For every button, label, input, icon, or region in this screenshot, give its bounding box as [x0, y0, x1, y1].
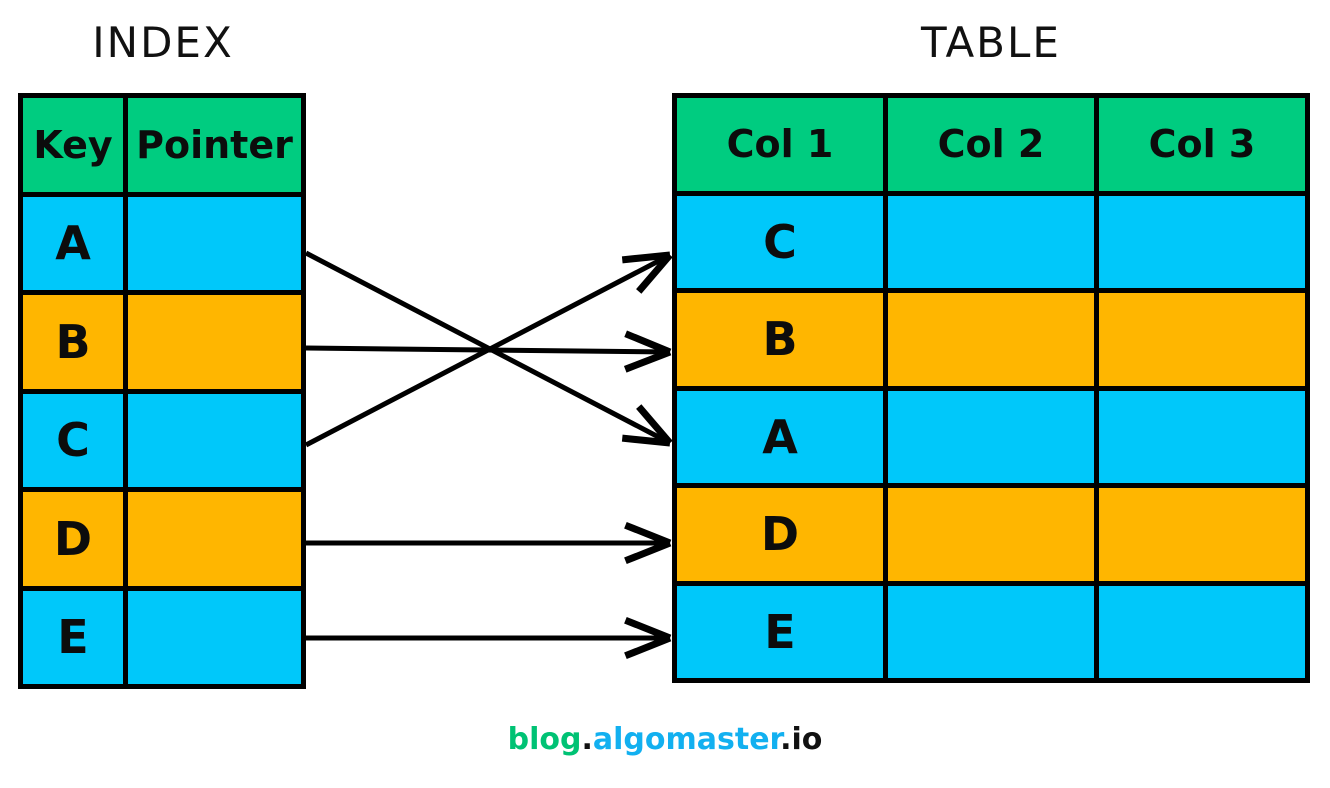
table-row-a[interactable]: A: [677, 390, 1305, 488]
index-pointer-e: [128, 590, 301, 684]
index-row-c[interactable]: C: [23, 393, 301, 492]
index-key-e: E: [23, 590, 128, 684]
table-row-c[interactable]: C: [677, 195, 1305, 293]
table-cell-b-col2: [888, 293, 1099, 386]
table-cell-d-col1: D: [677, 488, 888, 581]
arrowhead-e-1: [624, 616, 672, 642]
index-header-pointer: Pointer: [128, 98, 301, 192]
table-cell-e-col2: [888, 585, 1099, 678]
table-row-b[interactable]: B: [677, 293, 1305, 391]
arrowhead-a-0: [621, 434, 671, 447]
table-header-row: Col 1 Col 2 Col 3: [677, 98, 1305, 196]
table-header-col1: Col 1: [677, 98, 888, 191]
data-table: Col 1 Col 2 Col 3 C B A D E: [672, 93, 1310, 683]
table-cell-a-col2: [888, 390, 1099, 483]
arrowhead-c-0: [636, 252, 673, 294]
index-row-b[interactable]: B: [23, 295, 301, 394]
watermark-algomaster: algomaster: [592, 722, 781, 757]
index-pointer-b: [128, 295, 301, 389]
arrowhead-e-0: [624, 634, 672, 660]
table-cell-b-col1: B: [677, 293, 888, 386]
table-row-e[interactable]: E: [677, 585, 1305, 678]
index-key-c: C: [23, 393, 128, 487]
index-title: INDEX: [92, 18, 234, 67]
arrowhead-a-1: [636, 404, 673, 446]
table-cell-b-col3: [1099, 293, 1305, 386]
watermark-io: .io: [780, 722, 823, 757]
arrowhead-b-0: [623, 348, 672, 373]
table-header-col3: Col 3: [1099, 98, 1305, 191]
index-key-a: A: [23, 196, 128, 290]
site-watermark: blog.algomaster.io: [0, 722, 1330, 757]
arrowhead-c-1: [621, 251, 671, 264]
index-key-d: D: [23, 492, 128, 586]
table-cell-e-col3: [1099, 585, 1305, 678]
watermark-dot: .: [581, 722, 593, 757]
pointer-arrow-a: [304, 250, 672, 446]
table-cell-e-col1: E: [677, 585, 888, 678]
index-pointer-c: [128, 393, 301, 487]
index-header-key: Key: [23, 98, 128, 192]
index-header-row: Key Pointer: [23, 98, 301, 197]
arrowhead-d-1: [624, 521, 672, 547]
pointer-arrow-b: [305, 345, 671, 355]
arrowhead-d-0: [624, 539, 672, 565]
pointer-arrow-c: [304, 252, 672, 448]
index-row-e[interactable]: E: [23, 590, 301, 684]
table-cell-c-col3: [1099, 195, 1305, 288]
index-row-a[interactable]: A: [23, 196, 301, 295]
table-cell-a-col1: A: [677, 390, 888, 483]
table-title: TABLE: [921, 18, 1061, 67]
table-header-col2: Col 2: [888, 98, 1099, 191]
arrowhead-b-1: [624, 330, 672, 356]
index-row-d[interactable]: D: [23, 492, 301, 591]
watermark-blog: blog: [507, 722, 582, 757]
table-cell-c-col1: C: [677, 195, 888, 288]
table-cell-a-col3: [1099, 390, 1305, 483]
index-table: Key Pointer A B C D E: [18, 93, 306, 689]
index-pointer-d: [128, 492, 301, 586]
table-cell-c-col2: [888, 195, 1099, 288]
index-key-b: B: [23, 295, 128, 389]
table-cell-d-col3: [1099, 488, 1305, 581]
table-cell-d-col2: [888, 488, 1099, 581]
index-pointer-a: [128, 196, 301, 290]
table-row-d[interactable]: D: [677, 488, 1305, 586]
